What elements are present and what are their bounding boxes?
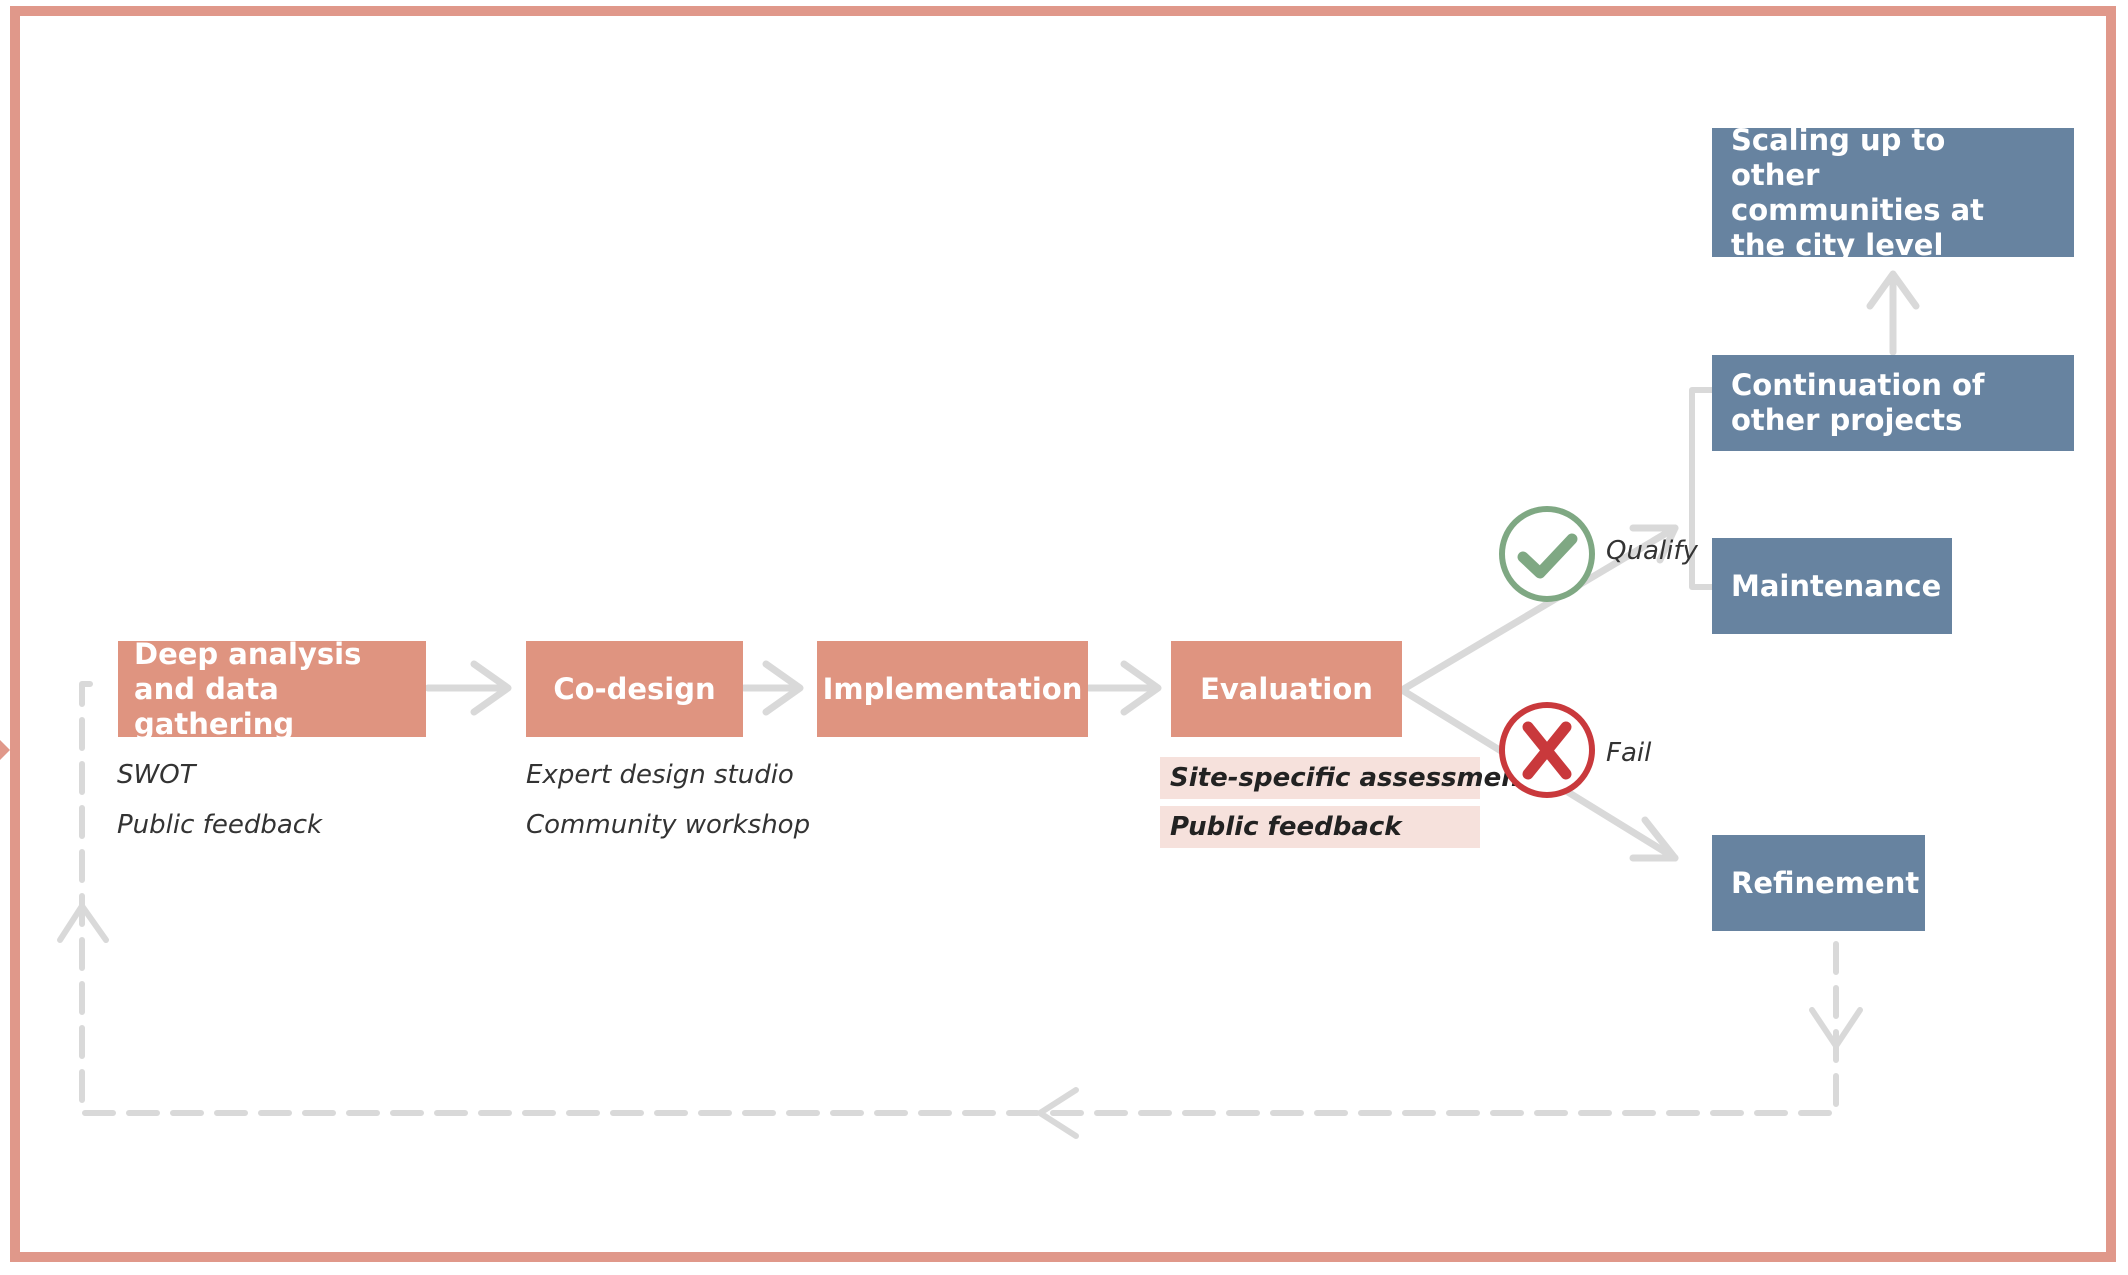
outcome-refinement: Refinement — [1712, 835, 1925, 931]
fail-label: Fail — [1606, 738, 1652, 768]
note-evaluation-public-feedback: Public feedback — [1160, 806, 1480, 848]
outcome-continuation: Continuation of other projects — [1712, 355, 2074, 451]
outcome-continuation-label: Continuation of other projects — [1731, 368, 1985, 437]
arrow-continuation-to-scaling — [1866, 270, 1920, 356]
step-co-design-label: Co-design — [553, 671, 716, 706]
outcome-maintenance: Maintenance — [1712, 538, 1952, 634]
step-implementation-label: Implementation — [822, 671, 1083, 706]
step-implementation: Implementation — [817, 641, 1088, 737]
note-community-workshop: Community workshop — [526, 810, 811, 840]
frame-edge-marker — [0, 740, 10, 760]
check-icon — [1499, 506, 1595, 602]
step-deep-analysis: Deep analysis and data gathering — [118, 637, 426, 741]
outcome-scaling-up-label: Scaling up to other communities at the c… — [1731, 122, 1985, 262]
step-evaluation: Evaluation — [1171, 641, 1402, 737]
outcome-scaling-up: Scaling up to other communities at the c… — [1712, 123, 2074, 262]
step-co-design: Co-design — [526, 641, 743, 737]
bracket-maintenance-continuation — [1689, 387, 1715, 590]
arrow-analysis-to-codesign — [424, 660, 512, 716]
note-expert-design-studio: Expert design studio — [526, 760, 794, 790]
cross-icon — [1499, 702, 1595, 798]
arrow-codesign-to-implementation — [740, 660, 804, 716]
note-swot: SWOT — [117, 760, 196, 790]
step-deep-analysis-label: Deep analysis and data gathering — [134, 636, 362, 741]
step-evaluation-label: Evaluation — [1200, 671, 1373, 706]
outcome-refinement-label: Refinement — [1731, 865, 1920, 900]
qualify-label: Qualify — [1606, 536, 1698, 566]
arrow-implementation-to-evaluation — [1085, 660, 1162, 716]
diagram-frame — [10, 6, 2116, 1262]
note-analysis-public-feedback: Public feedback — [117, 810, 323, 840]
outcome-maintenance-label: Maintenance — [1731, 568, 1942, 603]
feedback-loop — [57, 681, 1863, 1139]
arrow-qualify-branch — [1398, 524, 1679, 694]
note-site-specific-assessment: Site-specific assessment — [1160, 757, 1532, 799]
